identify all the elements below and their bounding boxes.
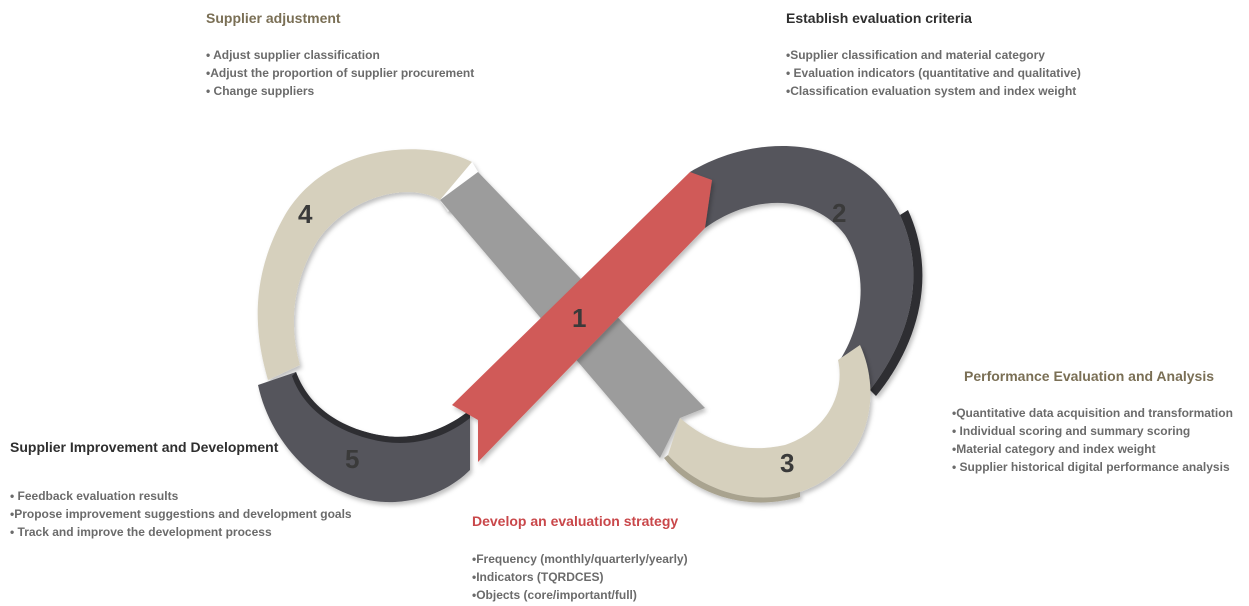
list-item: •Objects (core/important/full) — [472, 588, 637, 602]
step-number-3: 3 — [780, 448, 794, 478]
evaluation-strategy-title: Develop an evaluation strategy — [472, 513, 679, 529]
evaluation-criteria-block: Establish evaluation criteria •Supplier … — [786, 9, 1081, 100]
supplier-improvement-block: Supplier Improvement and Development • F… — [10, 438, 352, 541]
supplier-adjustment-list: • Adjust supplier classification •Adjust… — [206, 46, 474, 100]
performance-evaluation-list: •Quantitative data acquisition and trans… — [952, 404, 1233, 476]
list-item: •Material category and index weight — [952, 442, 1156, 456]
list-item: •Frequency (monthly/quarterly/yearly) — [472, 552, 688, 566]
supplier-adjustment-block: Supplier adjustment • Adjust supplier cl… — [206, 9, 474, 100]
list-item: • Feedback evaluation results — [10, 489, 179, 503]
evaluation-criteria-title: Establish evaluation criteria — [786, 10, 972, 26]
segment-1-red-band — [452, 172, 712, 462]
evaluation-criteria-list: •Supplier classification and material ca… — [786, 46, 1081, 100]
list-item: •Quantitative data acquisition and trans… — [952, 406, 1233, 420]
list-item: • Evaluation indicators (quantitative an… — [786, 66, 1081, 80]
step-number-5: 5 — [345, 444, 359, 474]
list-item: • Adjust supplier classification — [206, 48, 380, 62]
step-number-1: 1 — [572, 303, 586, 333]
list-item: • Track and improve the development proc… — [10, 525, 272, 539]
evaluation-strategy-block: Develop an evaluation strategy •Frequenc… — [472, 512, 688, 604]
supplier-adjustment-title: Supplier adjustment — [206, 10, 341, 26]
segment-5 — [258, 372, 470, 503]
step-number-2: 2 — [832, 198, 846, 228]
step-number-4: 4 — [298, 199, 313, 229]
evaluation-strategy-list: •Frequency (monthly/quarterly/yearly) •I… — [472, 550, 688, 604]
segment-3 — [664, 345, 871, 503]
performance-evaluation-title: Performance Evaluation and Analysis — [964, 368, 1215, 384]
list-item: •Supplier classification and material ca… — [786, 48, 1045, 62]
list-item: •Adjust the proportion of supplier procu… — [206, 66, 475, 80]
list-item: •Propose improvement suggestions and dev… — [10, 507, 352, 521]
segment-4 — [257, 149, 478, 380]
list-item: • Supplier historical digital performanc… — [952, 460, 1230, 474]
list-item: • Individual scoring and summary scoring — [952, 424, 1191, 438]
segment-2 — [690, 145, 923, 396]
list-item: • Change suppliers — [206, 84, 315, 98]
performance-evaluation-block: Performance Evaluation and Analysis •Qua… — [952, 367, 1233, 476]
supplier-improvement-title: Supplier Improvement and Development — [10, 439, 279, 455]
list-item: •Indicators (TQRDCES) — [472, 570, 604, 584]
list-item: •Classification evaluation system and in… — [786, 84, 1077, 98]
supplier-improvement-list: • Feedback evaluation results •Propose i… — [10, 487, 352, 541]
